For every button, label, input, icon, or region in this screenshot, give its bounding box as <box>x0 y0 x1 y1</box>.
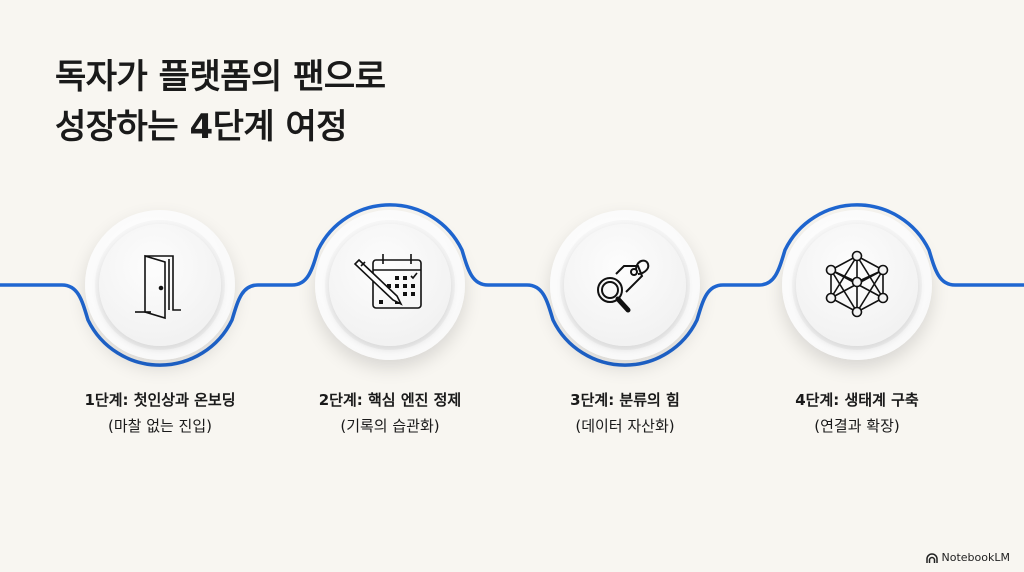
brand-watermark: NotebookLM <box>925 551 1010 564</box>
tag-search-icon <box>597 259 650 313</box>
step-subtitle: (기록의 습관화) <box>340 417 440 435</box>
step-1-label: 1단계: 첫인상과 온보딩 (마찰 없는 진입) <box>40 387 280 439</box>
step-subtitle: (연결과 확장) <box>814 417 900 435</box>
title-line-1: 독자가 플랫폼의 팬으로 <box>55 57 386 97</box>
step-heading: 2단계: 핵심 엔진 정제 <box>318 391 462 409</box>
step-3-label: 3단계: 분류의 힘 (데이터 자산화) <box>505 387 745 439</box>
step-heading: 4단계: 생태계 구축 <box>795 391 919 409</box>
open-door-icon <box>135 254 181 320</box>
step-subtitle: (마찰 없는 진입) <box>107 417 213 435</box>
step-4-node <box>782 210 932 360</box>
title-line-2: 성장하는 4단계 여정 <box>55 107 348 147</box>
brand-name: NotebookLM <box>941 551 1010 564</box>
step-2-node <box>315 210 465 360</box>
calendar-pen-icon <box>353 254 422 309</box>
step-heading: 1단계: 첫인상과 온보딩 <box>84 391 236 409</box>
step-4-label: 4단계: 생태계 구축 (연결과 확장) <box>737 387 977 439</box>
step-3-node <box>550 210 700 360</box>
page-title: 독자가 플랫폼의 팬으로 성장하는 4단계 여정 <box>55 52 386 152</box>
step-1-node <box>85 210 235 360</box>
network-icon <box>825 250 889 318</box>
step-heading: 3단계: 분류의 힘 <box>570 391 680 409</box>
step-2-label: 2단계: 핵심 엔진 정제 (기록의 습관화) <box>270 387 510 439</box>
step-subtitle: (데이터 자산화) <box>575 417 675 435</box>
notebooklm-logo-icon <box>925 552 938 563</box>
